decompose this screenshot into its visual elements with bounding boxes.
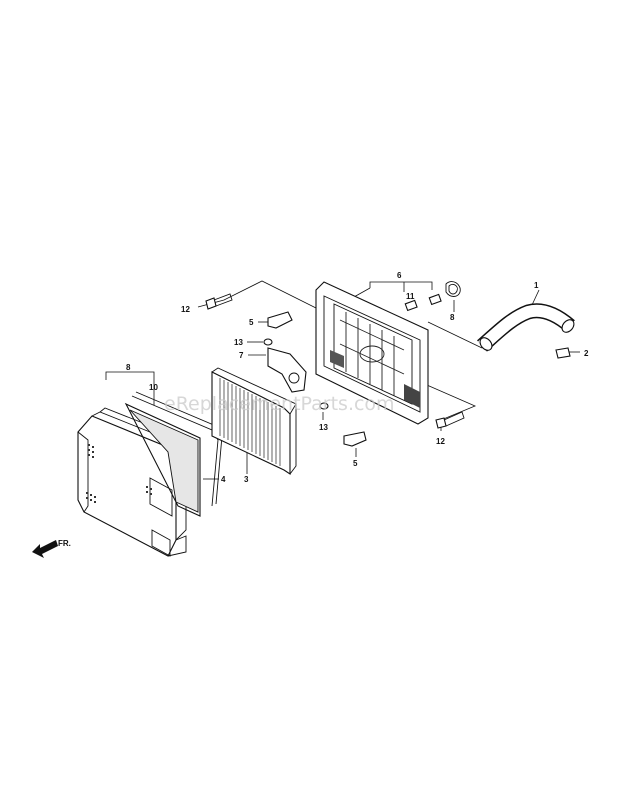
- air-cleaner-case: [315, 281, 429, 425]
- hardware: [205, 281, 571, 447]
- callout-7: 7: [239, 351, 244, 360]
- watermark: eReplacementParts.com: [164, 393, 395, 415]
- callout-6: 6: [397, 271, 402, 280]
- callout-5-top: 5: [249, 318, 254, 327]
- callout-2: 2: [584, 349, 589, 358]
- callout-13-top: 13: [234, 338, 243, 347]
- callout-11: 11: [406, 292, 415, 301]
- air-filter-element: [211, 367, 297, 476]
- callout-4: 4: [221, 475, 226, 484]
- callout-1: 1: [534, 281, 539, 290]
- front-arrow-label: FR.: [58, 539, 71, 548]
- callout-8-oring: 8: [450, 313, 455, 322]
- callout-3: 3: [244, 475, 249, 484]
- callout-labels: 1 2 3 4 5 5 6 7 8 8 10 11 12 12 13 13: [126, 271, 589, 484]
- callout-10: 10: [149, 383, 158, 392]
- callout-13-bottom: 13: [319, 423, 328, 432]
- callout-8-cover: 8: [126, 363, 131, 372]
- breather-tube: [477, 303, 575, 352]
- callout-5-bottom: 5: [353, 459, 358, 468]
- mounting-bracket: [267, 347, 307, 393]
- callout-12-top: 12: [181, 305, 190, 314]
- foam-pre-filter: [124, 402, 201, 517]
- callout-12-bottom: 12: [436, 437, 445, 446]
- leader-lines: [105, 280, 580, 480]
- front-arrow: FR.: [32, 539, 71, 558]
